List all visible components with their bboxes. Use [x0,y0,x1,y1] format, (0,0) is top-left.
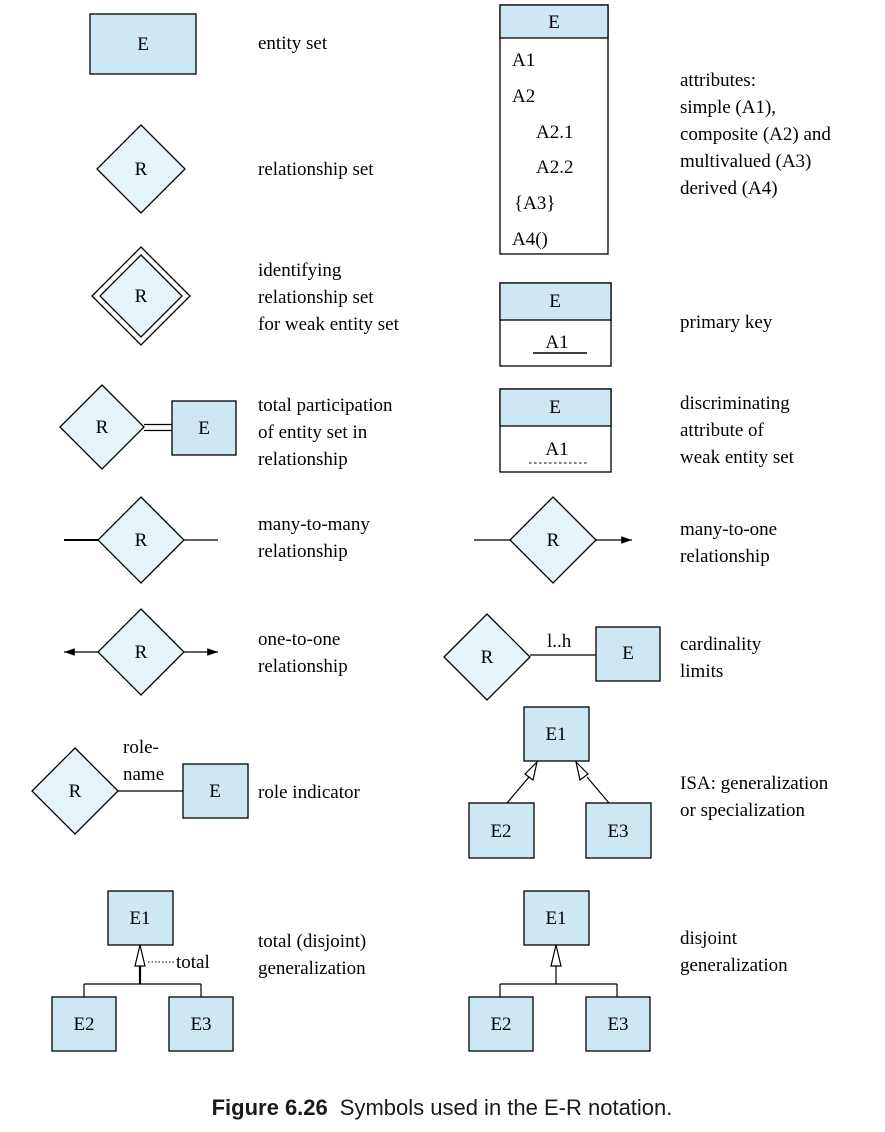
attributes-entity-symbol: E A1 A2 A2.1 A2.2 {A3} A4() [499,4,609,255]
desc-role-indicator: role indicator [258,782,360,803]
identifying-relationship-label: R [135,286,148,307]
desc-relationship-set: relationship set [258,159,374,180]
desc-total-gen-line2: generalization [258,958,366,979]
desc-many-to-many-line1: many-to-many [258,514,370,535]
total-gen-e2-label: E2 [73,1014,94,1035]
desc-attributes-line3: composite (A2) and [680,124,831,145]
desc-identifying-line3: for weak entity set [258,314,400,335]
desc-cardinality-line2: limits [680,661,723,682]
desc-attributes-line4: multivalued (A3) [680,151,811,172]
primary-key-symbol: E A1 [499,282,612,367]
desc-discriminating-line3: weak entity set [680,447,795,468]
caption-text: Symbols used in the E-R notation. [340,1095,673,1120]
desc-one-to-one-line1: one-to-one [258,629,340,650]
cardinality-relationship-label: R [481,647,494,668]
total-gen-e1-label: E1 [129,908,150,929]
isa-symbol: E1 E2 E3 [468,706,652,859]
desc-disjoint-line2: generalization [680,955,788,976]
attribute-a1: A1 [512,50,535,71]
desc-many-to-many-line2: relationship [258,541,348,562]
desc-many-to-one-line2: relationship [680,546,770,567]
discriminator-header: E [549,397,561,418]
figure-caption: Figure 6.26 Symbols used in the E-R notat… [212,1095,673,1120]
attribute-a2: A2 [512,86,535,107]
discriminator-attribute: A1 [545,439,568,460]
role-indicator-symbol: R role- name E [31,737,249,835]
many-to-one-symbol: R [474,496,632,584]
desc-discriminating-line2: attribute of [680,420,765,441]
desc-identifying-line1: identifying [258,260,342,281]
one-to-one-symbol: R [64,608,218,696]
desc-total-participation-line3: relationship [258,449,348,470]
role-entity-label: E [209,781,221,802]
desc-isa-line1: ISA: generalization [680,773,829,794]
attribute-a3: {A3} [514,193,555,214]
entity-set-symbol: E [89,13,197,75]
role-relationship-label: R [69,781,82,802]
desc-cardinality-line1: cardinality [680,634,762,655]
desc-total-participation-line1: total participation [258,395,393,416]
attribute-a4: A4() [512,229,548,250]
caption-label: Figure 6.26 [212,1095,328,1120]
desc-many-to-one-line1: many-to-one [680,519,777,540]
attributes-header: E [548,12,560,33]
disjoint-e3-label: E3 [607,1014,628,1035]
attribute-a2-1: A2.1 [536,122,573,143]
primary-key-attribute: A1 [545,332,568,353]
desc-entity-set: entity set [258,33,328,54]
role-name-line1: role- [123,737,159,758]
isa-e3-label: E3 [607,821,628,842]
disjoint-e1-label: E1 [545,908,566,929]
attribute-a2-2: A2.2 [536,157,573,178]
one-to-one-relationship-label: R [135,642,148,663]
primary-key-header: E [549,291,561,312]
relationship-set-symbol: R [96,124,186,214]
desc-attributes-line5: derived (A4) [680,178,778,199]
isa-e2-label: E2 [490,821,511,842]
many-to-many-relationship-label: R [135,530,148,551]
many-to-many-symbol: R [64,496,218,584]
disjoint-e2-label: E2 [490,1014,511,1035]
many-to-one-relationship-label: R [547,530,560,551]
total-label: total [176,952,210,973]
desc-one-to-one-line2: relationship [258,656,348,677]
cardinality-symbol: R l..h E [443,613,661,701]
total-participation-entity-label: E [198,418,210,439]
cardinality-entity-label: E [622,643,634,664]
desc-total-gen-line1: total (disjoint) [258,931,366,952]
desc-isa-line2: or specialization [680,800,806,821]
desc-discriminating-line1: discriminating [680,393,790,414]
disjoint-generalization-symbol: E1 E2 E3 [468,890,651,1052]
total-participation-relationship-label: R [96,417,109,438]
total-gen-e3-label: E3 [190,1014,211,1035]
desc-primary-key: primary key [680,312,773,333]
discriminator-symbol: E A1 [499,388,612,473]
relationship-label: R [135,159,148,180]
identifying-relationship-symbol: R [91,246,191,346]
isa-e1-label: E1 [545,724,566,745]
role-name-line2: name [123,764,164,785]
desc-disjoint-line1: disjoint [680,928,738,949]
total-generalization-symbol: E1 total E2 E3 [51,890,234,1052]
total-participation-symbol: R E [59,384,237,470]
cardinality-range-label: l..h [547,631,572,652]
desc-total-participation-line2: of entity set in [258,422,368,443]
desc-attributes-line1: attributes: [680,70,756,91]
desc-identifying-line2: relationship set [258,287,374,308]
desc-attributes-line2: simple (A1), [680,97,776,118]
entity-label: E [137,34,149,55]
